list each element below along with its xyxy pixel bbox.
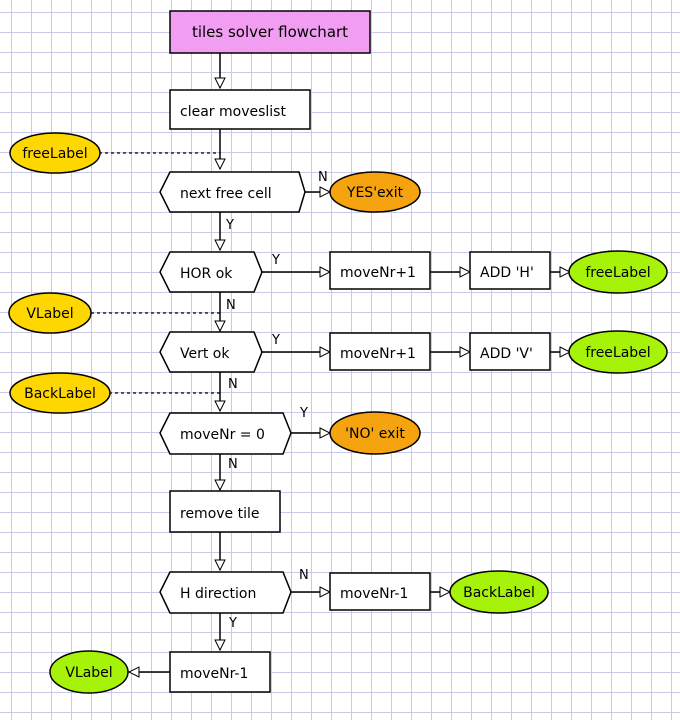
edge-label-h-direction-y: Y <box>228 616 237 631</box>
add-h-text: ADD 'H' <box>480 265 534 281</box>
no-exit-node[interactable]: 'NO' exit <box>329 411 421 455</box>
free-label-v-shape <box>568 330 668 374</box>
remove-tile-text: remove tile <box>180 506 260 522</box>
edge-label-hor-ok-n: N <box>226 298 236 313</box>
yes-exit-text: YES'exit <box>346 185 404 201</box>
next-free-cell-text: next free cell <box>180 186 272 202</box>
remove-tile-box <box>169 490 281 533</box>
free-label-v-text: freeLabel <box>585 345 650 361</box>
movenr-minus-1-y-node[interactable]: moveNr-1 <box>169 651 271 693</box>
connectors <box>129 53 570 672</box>
movenr-plus-1-v-text: moveNr+1 <box>340 346 416 362</box>
movenr-minus-1-n-node[interactable]: moveNr-1 <box>329 572 431 611</box>
movenr-minus-1-n-box <box>329 572 431 611</box>
vlabel-target-text: VLabel <box>65 665 112 681</box>
remove-tile-node[interactable]: remove tile <box>169 490 281 533</box>
movenr-plus-1-h-node[interactable]: moveNr+1 <box>329 251 431 290</box>
back-label-target-text: BackLabel <box>463 585 535 601</box>
movenr-minus-1-n-text: moveNr-1 <box>340 586 408 602</box>
h-direction-decision[interactable]: H direction <box>159 571 292 614</box>
free-label-h-shape <box>568 250 668 294</box>
vlabel-side-shape <box>8 292 92 334</box>
vert-ok-shape <box>159 331 263 373</box>
back-label-target-node[interactable]: BackLabel <box>449 570 549 614</box>
edge-label-hor-ok-y: Y <box>271 253 280 268</box>
edge-label-movenr-eq-0-y: Y <box>299 406 308 421</box>
h-direction-text: H direction <box>180 586 256 602</box>
vert-ok-decision[interactable]: Vert ok <box>159 331 263 373</box>
movenr-plus-1-h-box <box>329 251 431 290</box>
back-label-side[interactable]: BackLabel <box>9 372 111 414</box>
vlabel-target-shape <box>49 650 129 694</box>
add-v-box <box>469 332 551 371</box>
movenr-eq-0-text: moveNr = 0 <box>180 427 265 443</box>
add-v-text: ADD 'V' <box>480 346 533 362</box>
movenr-eq-0-shape <box>159 412 292 455</box>
yes-exit-shape <box>329 171 421 213</box>
title-box <box>169 10 371 54</box>
clear-moveslist-text: clear moveslist <box>180 104 286 120</box>
edge-label-h-direction-n: N <box>299 568 309 583</box>
free-label-h-node[interactable]: freeLabel <box>568 250 668 294</box>
vlabel-side[interactable]: VLabel <box>8 292 92 334</box>
back-label-side-text: BackLabel <box>24 386 96 402</box>
hor-ok-text: HOR ok <box>180 266 233 282</box>
title-node[interactable]: tiles solver flowchart <box>169 10 371 54</box>
movenr-plus-1-h-text: moveNr+1 <box>340 265 416 281</box>
back-label-target-shape <box>449 570 549 614</box>
clear-moveslist-node[interactable]: clear moveslist <box>169 89 311 130</box>
edge-label-vert-ok-y: Y <box>271 333 280 348</box>
add-h-box <box>469 251 551 290</box>
free-label-side-shape <box>9 132 101 174</box>
edge-label-vert-ok-n: N <box>228 377 238 392</box>
edge-label-movenr-eq-0-n: N <box>228 457 238 472</box>
title-text: tiles solver flowchart <box>192 23 348 41</box>
free-label-side[interactable]: freeLabel <box>9 132 101 174</box>
free-label-h-text: freeLabel <box>585 265 650 281</box>
edge-label-next-free-cell-y: Y <box>225 218 234 233</box>
movenr-plus-1-v-node[interactable]: moveNr+1 <box>329 332 431 371</box>
next-free-cell-shape <box>159 171 306 213</box>
add-v-node[interactable]: ADD 'V' <box>469 332 551 371</box>
label-connectors <box>91 152 220 394</box>
yes-exit-node[interactable]: YES'exit <box>329 171 421 213</box>
vlabel-target-node[interactable]: VLabel <box>49 650 129 694</box>
free-label-v-node[interactable]: freeLabel <box>568 330 668 374</box>
edge-label-next-free-cell-n: N <box>318 170 328 185</box>
movenr-plus-1-v-box <box>329 332 431 371</box>
vlabel-side-text: VLabel <box>26 306 73 322</box>
hor-ok-shape <box>159 251 263 293</box>
back-label-side-shape <box>9 372 111 414</box>
movenr-eq-0-decision[interactable]: moveNr = 0 <box>159 412 292 455</box>
movenr-minus-1-y-text: moveNr-1 <box>180 666 248 682</box>
clear-moveslist-box <box>169 89 311 130</box>
add-h-node[interactable]: ADD 'H' <box>469 251 551 290</box>
no-exit-shape <box>329 411 421 455</box>
hor-ok-decision[interactable]: HOR ok <box>159 251 263 293</box>
no-exit-text: 'NO' exit <box>345 426 405 442</box>
h-direction-shape <box>159 571 292 614</box>
edge-labels: N Y Y N Y N Y N N Y <box>225 170 328 631</box>
movenr-minus-1-y-box <box>169 651 271 693</box>
free-label-side-text: freeLabel <box>22 146 87 162</box>
vert-ok-text: Vert ok <box>180 346 230 362</box>
next-free-cell-decision[interactable]: next free cell <box>159 171 306 213</box>
